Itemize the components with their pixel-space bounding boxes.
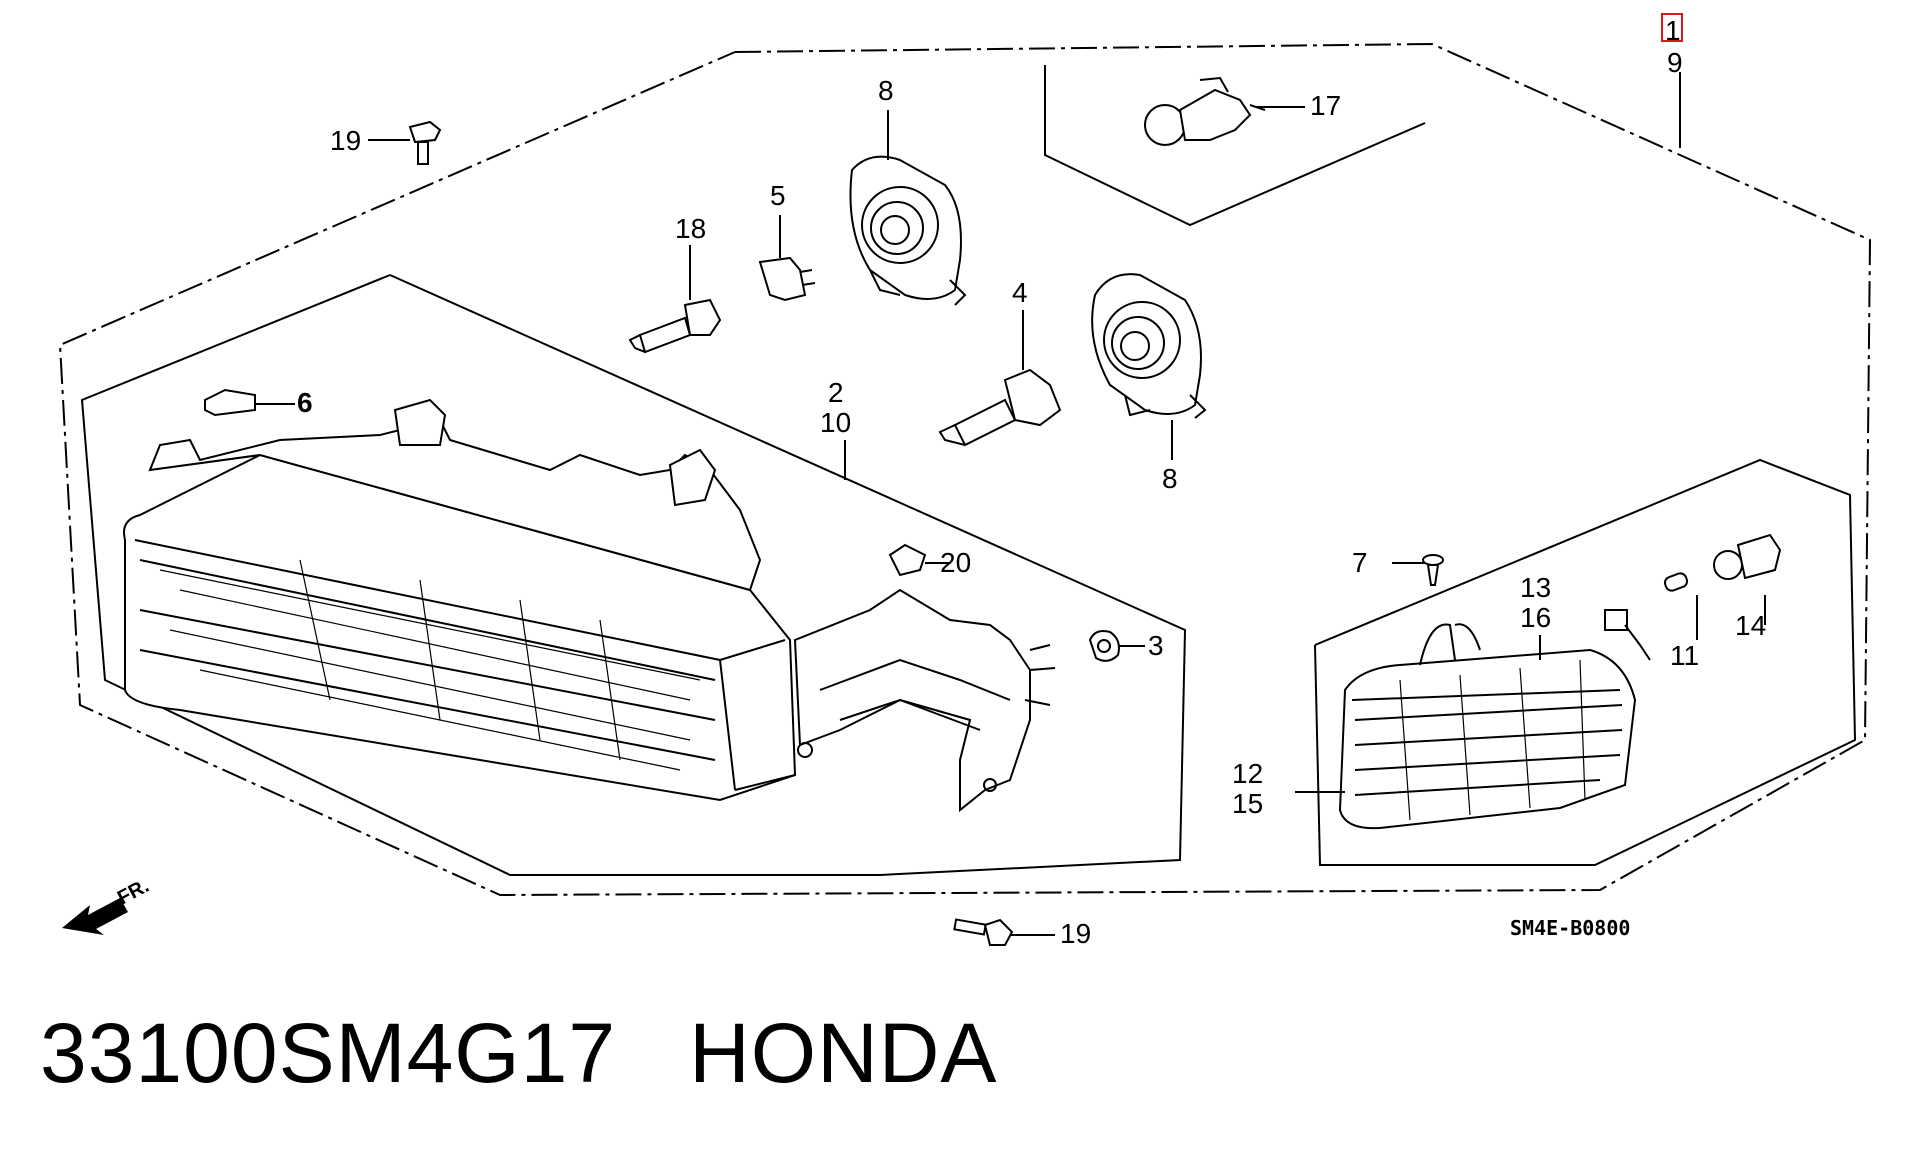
nut-3-drawing	[1088, 630, 1120, 662]
headlight-housing-drawing	[123, 398, 1056, 813]
clip-20-drawing	[888, 543, 927, 577]
bulb-socket-lower-drawing	[1091, 273, 1207, 419]
callout-3[interactable]: 3	[1148, 630, 1164, 661]
clip-6-drawing	[204, 388, 256, 417]
callout-11[interactable]: 11	[1670, 640, 1699, 671]
front-arrow-icon	[62, 898, 128, 935]
part-number: 33100SM4G17	[40, 1006, 617, 1100]
callout-17[interactable]: 17	[1310, 90, 1341, 121]
bulb-group-boundary	[1044, 65, 1426, 227]
bolt-19-top-drawing	[408, 120, 442, 165]
callout-9[interactable]: 9	[1667, 47, 1683, 78]
part-number-title: 33100SM4G17 HONDA	[40, 1005, 997, 1102]
headlight-boundary	[80, 274, 1187, 876]
bolt-19-bottom-drawing	[953, 918, 1014, 946]
brand-name: HONDA	[689, 1006, 998, 1100]
callout-10[interactable]: 10	[820, 407, 851, 438]
assembly-boundary	[58, 42, 1872, 897]
bulb-17-drawing	[1144, 76, 1266, 146]
callout-1[interactable]: 1	[1665, 15, 1681, 46]
callout-5[interactable]: 5	[770, 180, 786, 211]
callout-20[interactable]: 20	[940, 547, 971, 578]
socket-14-drawing	[1713, 533, 1782, 580]
bulb-11-drawing	[1663, 572, 1689, 592]
halogen-bulb-18-drawing	[628, 298, 722, 354]
bulb-socket-upper-drawing	[849, 155, 967, 306]
callout-13[interactable]: 13	[1520, 572, 1551, 603]
callout-19-top[interactable]: 19	[330, 125, 361, 156]
leader-lines	[255, 72, 1766, 936]
connector-13-drawing	[1604, 609, 1651, 661]
drawing-code: SM4E-B0800	[1510, 916, 1630, 940]
callout-12[interactable]: 12	[1232, 758, 1263, 789]
screw-7-drawing	[1422, 554, 1444, 586]
callout-2[interactable]: 2	[828, 377, 844, 408]
highlight-box-1	[1661, 13, 1683, 42]
callout-6[interactable]: 6	[297, 387, 313, 418]
callout-8-upper[interactable]: 8	[878, 75, 894, 106]
callout-16[interactable]: 16	[1520, 602, 1551, 633]
callout-18[interactable]: 18	[675, 213, 706, 244]
callout-15[interactable]: 15	[1232, 788, 1263, 819]
corner-light-boundary	[1314, 458, 1857, 866]
callout-8-lower[interactable]: 8	[1162, 463, 1178, 494]
callout-4[interactable]: 4	[1012, 277, 1028, 308]
callout-14[interactable]: 14	[1735, 610, 1766, 641]
socket-5-drawing	[758, 256, 816, 302]
halogen-bulb-4-drawing	[938, 368, 1062, 447]
corner-light-drawing	[1338, 623, 1637, 830]
callout-7[interactable]: 7	[1352, 547, 1368, 578]
callout-19-bottom[interactable]: 19	[1060, 918, 1091, 949]
